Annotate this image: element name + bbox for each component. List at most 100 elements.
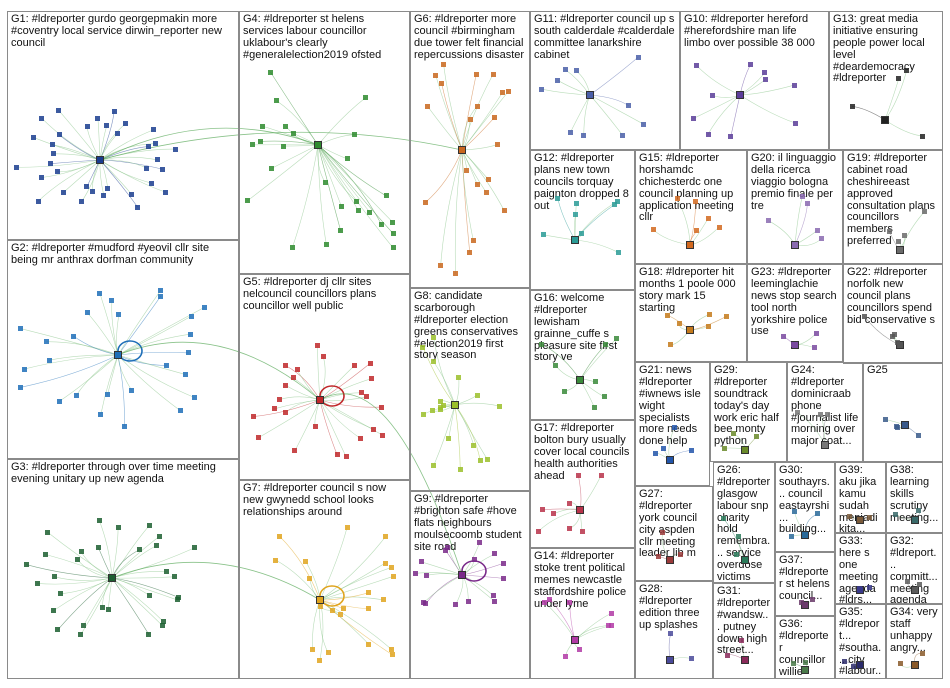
account-node <box>894 424 900 430</box>
account-node <box>736 533 742 539</box>
account-node <box>271 406 277 412</box>
account-node <box>842 659 848 665</box>
edge <box>317 144 327 245</box>
group-g8: G8: candidate scarborough #ldreporter el… <box>410 288 530 491</box>
account-node <box>535 528 541 534</box>
account-node <box>382 560 388 566</box>
account-node <box>391 573 397 579</box>
group-g18-label: G18: #ldreporter hit months 1 poole 000 … <box>639 266 736 314</box>
edge <box>319 599 369 609</box>
edge <box>319 575 394 601</box>
account-node <box>104 123 110 129</box>
account-node <box>851 663 857 669</box>
edge <box>86 312 119 356</box>
account-node <box>660 530 666 536</box>
account-node <box>282 382 288 388</box>
edge <box>415 572 463 576</box>
hub-node <box>911 586 919 594</box>
account-node <box>615 249 621 255</box>
edge <box>454 404 481 461</box>
group-g4: G4: #ldreporter st helens services labou… <box>239 11 410 274</box>
account-node <box>689 448 694 453</box>
account-node <box>467 117 473 123</box>
account-node <box>705 324 711 330</box>
group-g25-label: G25 <box>867 364 888 376</box>
hub-node <box>571 636 579 644</box>
group-g2: G2: #ldreporter #mudford #yeovil cllr si… <box>7 240 239 459</box>
edge <box>73 335 119 356</box>
account-node <box>438 405 444 411</box>
edge <box>57 577 113 630</box>
account-node <box>492 551 498 557</box>
account-node <box>382 534 388 540</box>
account-node <box>368 360 374 366</box>
account-node <box>351 132 357 138</box>
account-node <box>439 80 445 86</box>
account-node <box>329 607 335 613</box>
edge <box>20 328 119 356</box>
account-node <box>325 650 331 656</box>
account-node <box>477 458 483 464</box>
account-node <box>49 142 55 148</box>
account-node <box>323 242 329 248</box>
edge <box>884 78 900 121</box>
group-g16: G16: welcome #ldreporter lewisham grainn… <box>530 290 635 420</box>
account-node <box>506 88 512 94</box>
account-node <box>892 511 898 517</box>
edge <box>461 73 494 151</box>
group-g2-label: G2: #ldreporter #mudford #yeovil cllr si… <box>11 242 210 266</box>
account-node <box>824 412 830 418</box>
hub-node <box>686 326 694 334</box>
account-node <box>464 168 470 174</box>
account-node <box>390 219 396 225</box>
account-node <box>490 592 496 598</box>
account-node <box>707 311 713 317</box>
hub-node <box>576 506 584 514</box>
edge <box>541 88 591 96</box>
account-node <box>46 357 52 363</box>
account-node <box>465 598 471 604</box>
edge <box>111 577 163 626</box>
account-node <box>656 554 662 560</box>
account-node <box>315 342 320 348</box>
group-g16-label: G16: welcome #ldreporter lewisham grainn… <box>534 292 618 364</box>
account-node <box>919 650 925 656</box>
account-node <box>500 89 506 95</box>
hub-node <box>458 571 466 579</box>
account-node <box>471 557 477 563</box>
hub-node <box>901 421 909 429</box>
edge <box>111 300 119 356</box>
account-node <box>608 610 614 616</box>
account-node <box>677 320 683 326</box>
account-node <box>111 108 117 114</box>
account-node <box>174 597 180 603</box>
account-node <box>501 208 507 214</box>
account-node <box>318 603 324 609</box>
group-g20-label: G20: il linguaggio della ricerca viaggio… <box>751 152 837 212</box>
account-node <box>901 233 907 239</box>
account-node <box>292 448 298 454</box>
edge <box>317 144 394 234</box>
edge <box>37 577 113 585</box>
edge <box>319 399 347 457</box>
edge <box>317 144 342 207</box>
edge <box>111 545 158 579</box>
edge <box>696 65 741 96</box>
account-node <box>660 445 666 451</box>
account-node <box>18 326 24 332</box>
account-node <box>99 605 105 611</box>
account-node <box>390 652 396 658</box>
account-node <box>804 201 810 207</box>
account-node <box>45 529 51 535</box>
edge <box>117 354 125 427</box>
account-node <box>539 86 545 92</box>
edge <box>441 83 463 151</box>
account-node <box>390 245 396 251</box>
edge <box>99 156 158 161</box>
group-g24-label: G24: #ldreporter dominicraab phone #jour… <box>791 364 859 448</box>
account-node <box>257 138 263 144</box>
account-node <box>366 641 372 647</box>
account-node <box>149 180 155 186</box>
account-node <box>566 500 572 506</box>
